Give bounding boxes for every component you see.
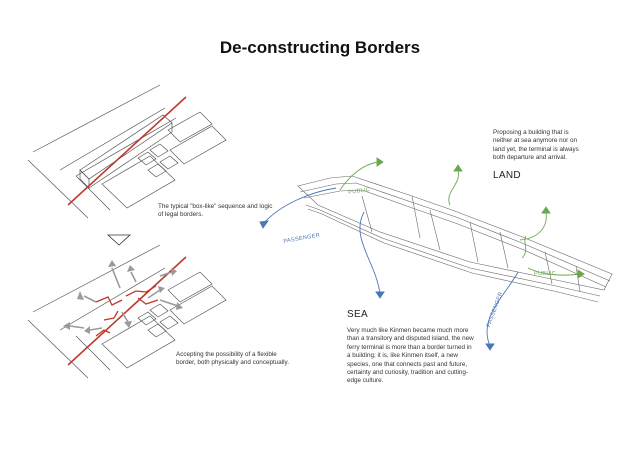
flexible-border-diagram [27,244,227,379]
transition-triangle [106,234,132,246]
sea-label: SEA [347,309,368,320]
proposal-text: Proposing a building that is neither at … [493,129,579,162]
caption-flexible: Accepting the possibility of a flexible … [176,351,289,367]
public-arrows [339,157,585,279]
flexible-border-red-line [67,256,187,366]
passenger-arrows [259,187,519,351]
public-label-right: PUBLIC [534,271,557,277]
box-border-diagram [27,84,227,219]
sea-text: Very much like Kinmen became much more t… [347,327,474,385]
caption-box-like: The typical "box-like" sequence and logi… [158,203,273,219]
box-border-red-line [67,96,187,206]
diagram-title: De-constructing Borders [219,38,421,57]
movement-arrows [63,260,183,334]
terminal-layers [297,175,613,303]
land-label: LAND [493,170,521,181]
